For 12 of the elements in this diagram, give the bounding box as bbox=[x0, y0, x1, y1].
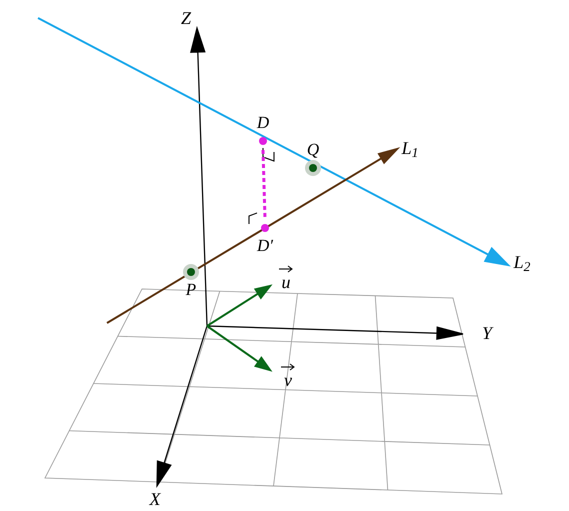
point-label: D bbox=[256, 114, 270, 132]
axis-label: L$_{1}$ bbox=[402, 139, 418, 157]
point-label: D′ bbox=[257, 237, 273, 255]
dashed-line bbox=[262, 150, 266, 220]
axis-label: Z bbox=[181, 9, 191, 27]
axis-label: Y bbox=[482, 324, 492, 342]
axis-label: X bbox=[150, 490, 160, 508]
axis-label: L$_{2}$ bbox=[514, 253, 530, 271]
point-label: P bbox=[186, 281, 196, 299]
vector-label: v bbox=[280, 363, 296, 389]
vector-label: u bbox=[278, 265, 294, 291]
point-label: Q bbox=[306, 141, 320, 159]
